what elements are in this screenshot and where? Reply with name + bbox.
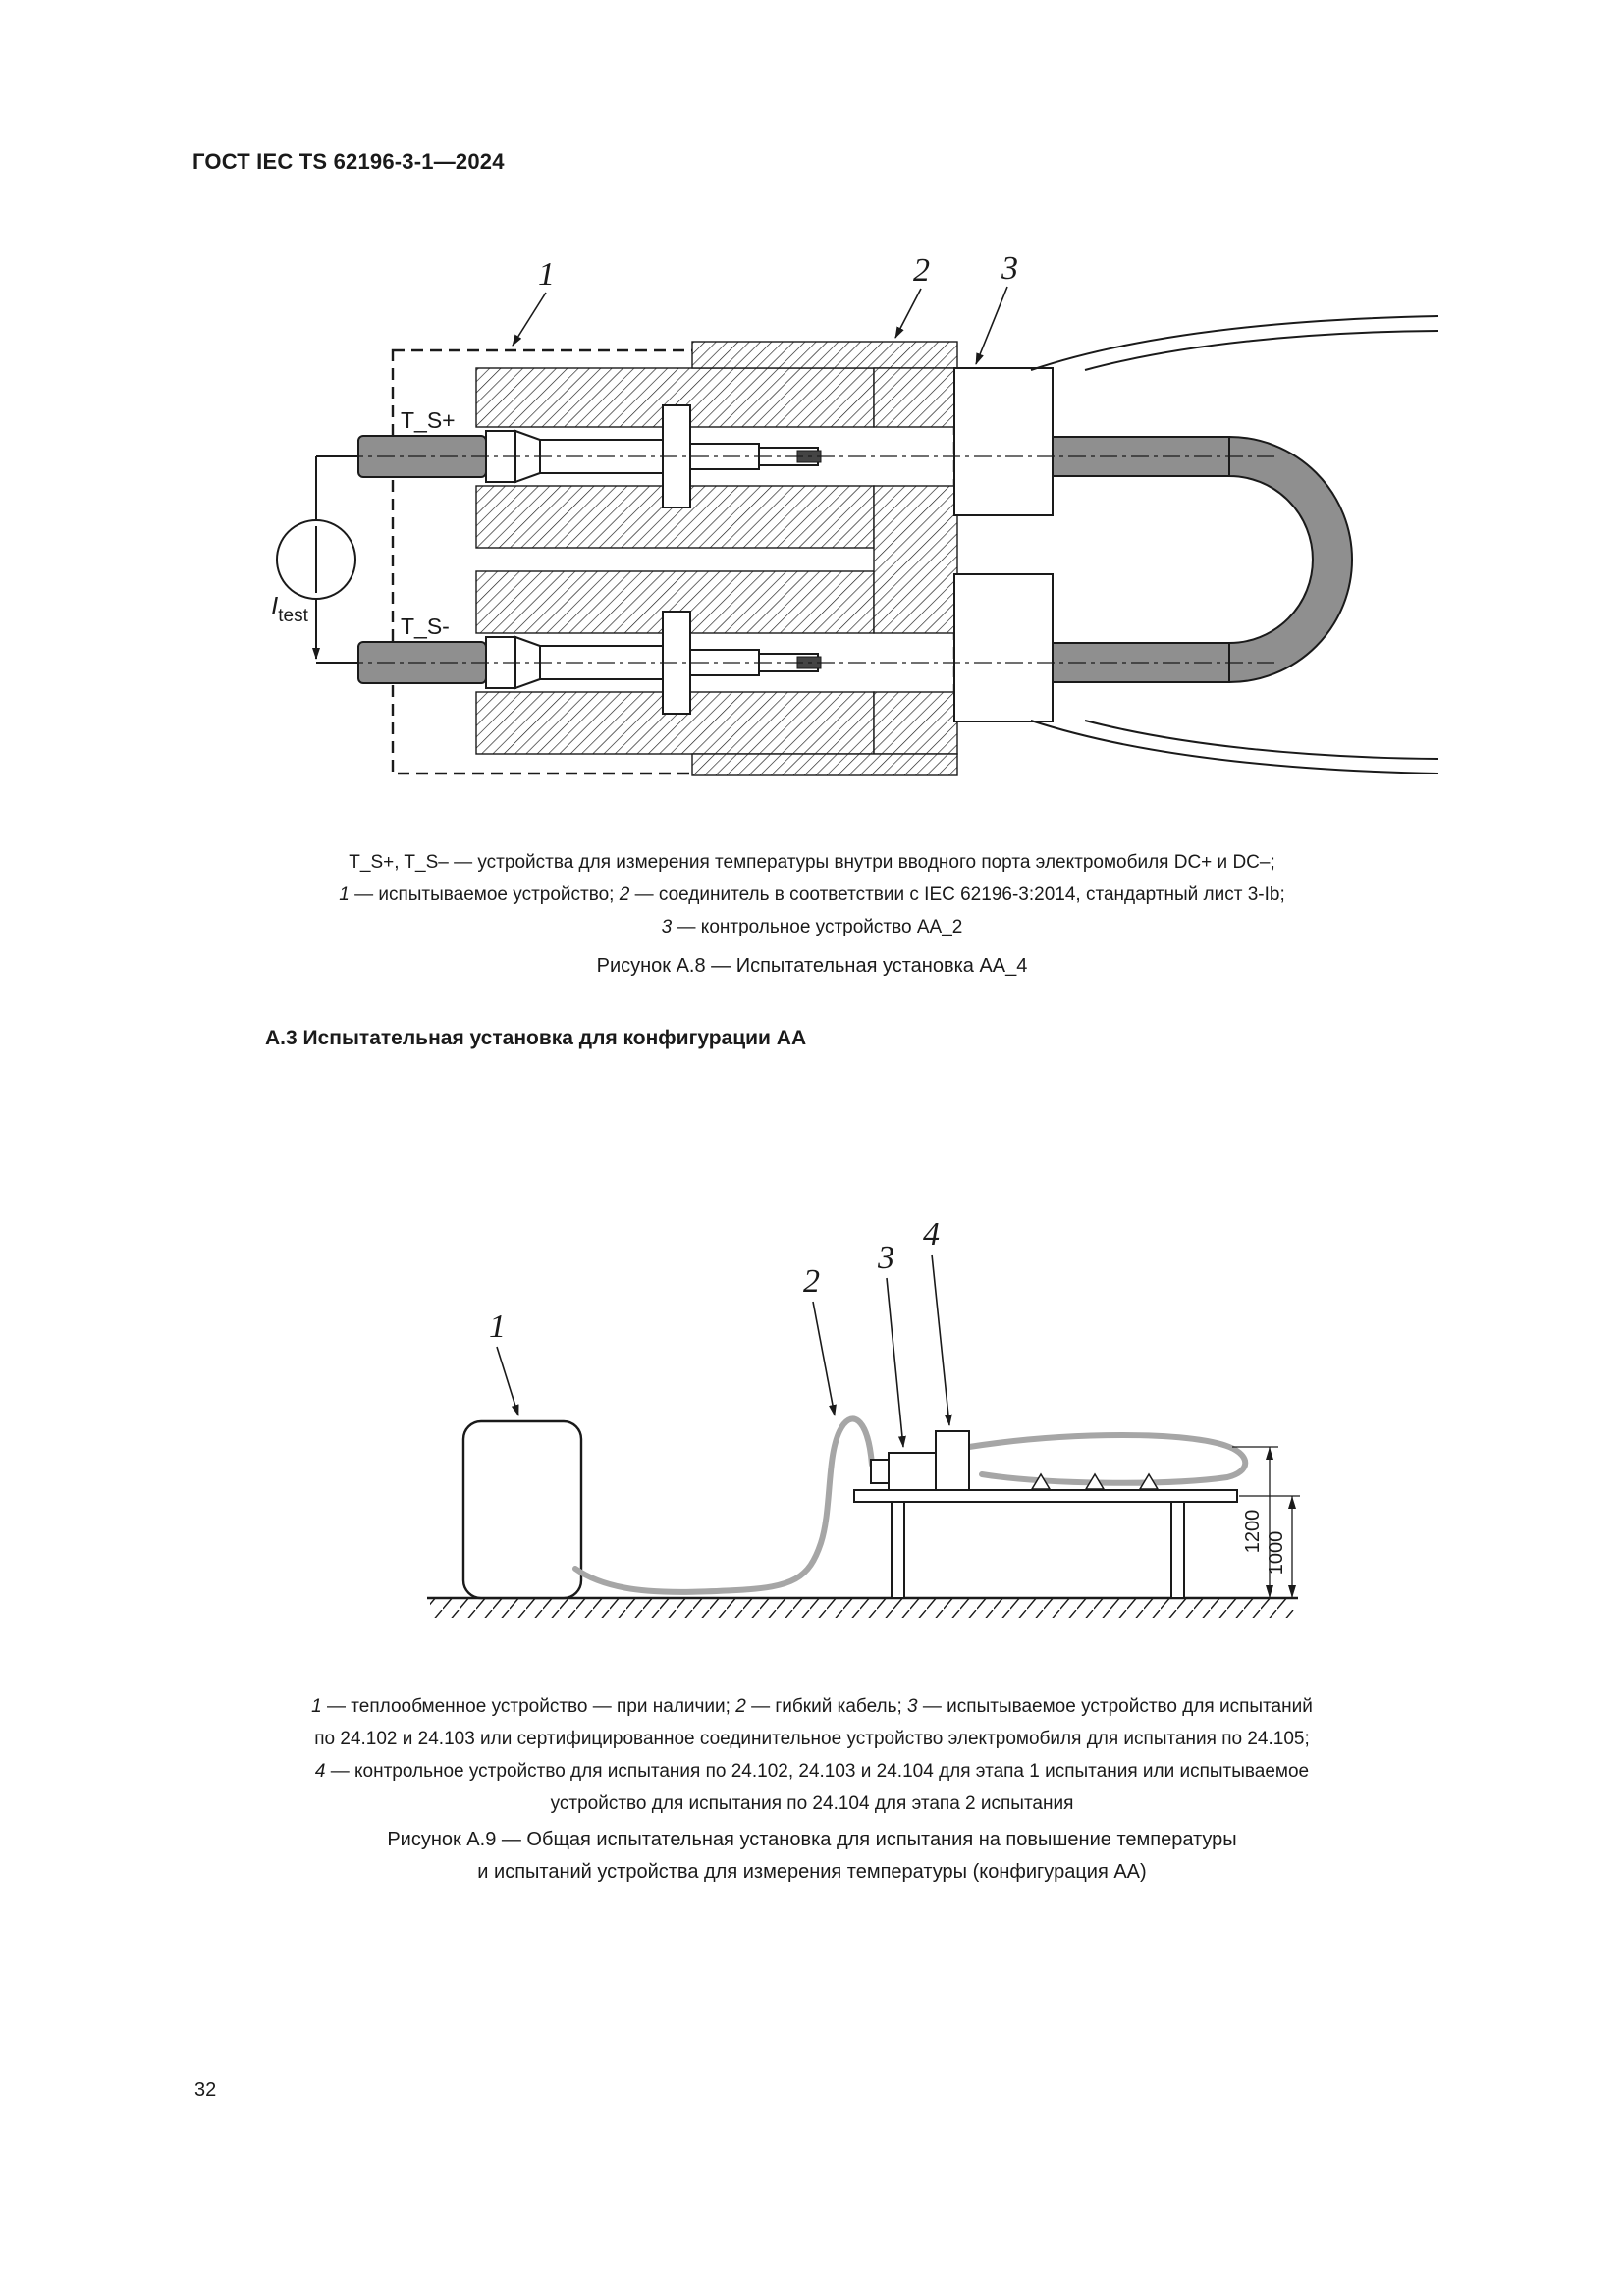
- dimension-1000-label: 1000: [1266, 1531, 1287, 1575]
- page-number: 32: [194, 2079, 217, 2101]
- legend-line: 4 — контрольное устройство для испытания…: [314, 1761, 1310, 1782]
- device-under-test: [870, 1430, 970, 1491]
- callout-3-label: 3: [1001, 250, 1018, 287]
- figure-a9-caption: Рисунок А.9 — Общая испытательная устано…: [0, 1824, 1624, 1889]
- legend-line: 3 — контрольное устройство АА_2: [661, 917, 963, 937]
- callout-2-arrow: [812, 1301, 837, 1416]
- callout-2-label: 2: [913, 252, 930, 289]
- callout-2-arrow: [894, 288, 922, 339]
- cable-u-loop: [1052, 435, 1353, 684]
- callout-4-label: 4: [923, 1216, 940, 1253]
- control-device-body: [953, 367, 1054, 722]
- dimension-1200-label: 1200: [1242, 1510, 1264, 1554]
- callout-3-label: 3: [877, 1240, 894, 1276]
- figure-a9-caption-line1: Рисунок А.9 — Общая испытательная устано…: [387, 1829, 1237, 1850]
- legend-line: 1 — теплообменное устройство — при налич…: [311, 1696, 1313, 1717]
- callout-1-label: 1: [489, 1308, 506, 1345]
- ground: [427, 1596, 1298, 1618]
- current-source: [276, 455, 358, 664]
- legend-line: устройство для испытания по 24.104 для э…: [550, 1793, 1074, 1814]
- figure-a8-caption: Рисунок А.8 — Испытательная установка АА…: [596, 955, 1028, 977]
- test-table: [853, 1489, 1238, 1599]
- figure-a8-diagram: Itest T_S+ T_S- 1 2 3: [271, 250, 1439, 776]
- i-test-label: Itest: [271, 591, 309, 626]
- figure-a8-legend: T_S+, T_S– — устройства для измерения те…: [0, 846, 1624, 943]
- callout-1-arrow: [496, 1346, 519, 1416]
- callout-4-arrow: [931, 1254, 952, 1426]
- figure-a9-diagram: 1200 1000 1 2 3 4: [427, 1216, 1300, 1618]
- sense-wires: [1030, 315, 1439, 774]
- section-a3-heading: А.3 Испытательная установка для конфигур…: [265, 1027, 807, 1049]
- legend-line: T_S+, T_S– — устройства для измерения те…: [349, 852, 1275, 873]
- callout-3-arrow: [886, 1277, 906, 1448]
- heat-exchange-device: [461, 1419, 583, 1600]
- cable-supports: [1030, 1472, 1160, 1490]
- ts-minus-label: T_S-: [401, 614, 450, 639]
- figure-a9-caption-line2: и испытаний устройства для измерения тем…: [477, 1861, 1147, 1883]
- dimension-lines: [1232, 1446, 1300, 1598]
- callout-2-label: 2: [803, 1263, 820, 1300]
- ts-plus-label: T_S+: [401, 407, 456, 433]
- callout-1-arrow: [512, 292, 547, 347]
- centerlines: [346, 455, 1276, 664]
- callout-3-arrow: [975, 286, 1008, 365]
- connector-shell-hatch: [691, 341, 958, 776]
- callout-1-label: 1: [538, 256, 555, 293]
- figure-a9-legend: 1 — теплообменное устройство — при налич…: [0, 1690, 1624, 1820]
- legend-line: 1 — испытываемое устройство; 2 — соедини…: [339, 884, 1285, 905]
- document-header: ГОСТ IEC TS 62196-3-1—2024: [192, 149, 505, 174]
- flexible-cable: [572, 1415, 1249, 1595]
- legend-line: по 24.102 и 24.103 или сертифицированное…: [314, 1729, 1310, 1749]
